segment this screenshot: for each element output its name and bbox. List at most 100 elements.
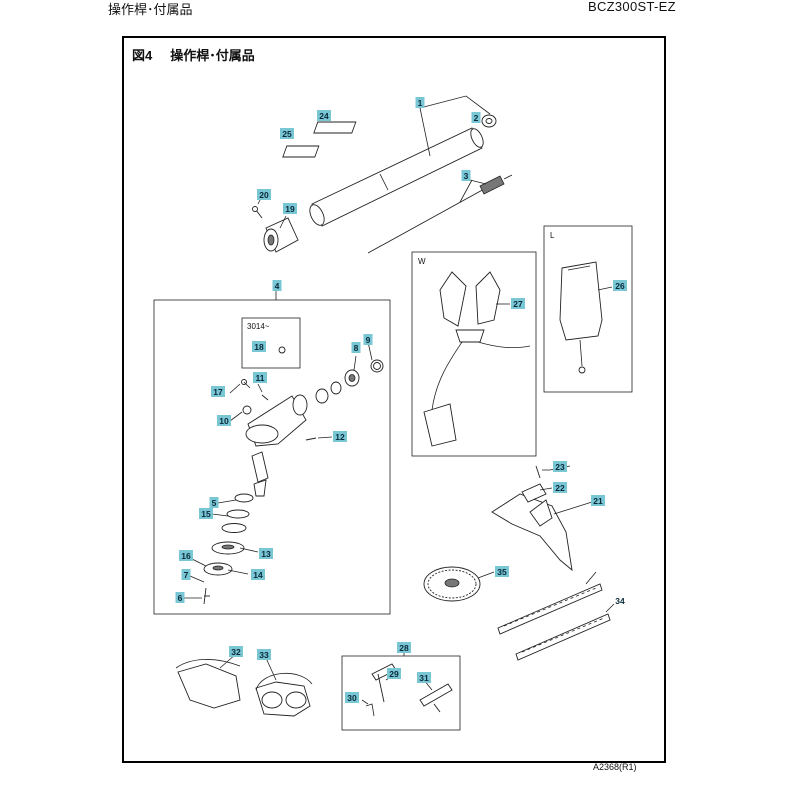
callout-32: 32 [229, 646, 243, 657]
callout-badge [553, 482, 567, 493]
case-box-label: L [550, 231, 555, 240]
callout-badge [363, 334, 373, 345]
safety-goggles [255, 672, 313, 717]
callout-number: 4 [275, 281, 280, 291]
callout-badge [387, 668, 401, 679]
callout-badge [251, 569, 265, 580]
callout-badge [333, 431, 347, 442]
callout-badge [461, 170, 471, 181]
gearcase [245, 394, 308, 447]
tool-set-box [341, 655, 461, 731]
callout-number: 24 [319, 111, 329, 121]
section-title: 操作桿･付属品 [108, 2, 193, 17]
callout-badge [229, 646, 243, 657]
callout-26: 26 [613, 280, 627, 291]
callout-29: 29 [387, 668, 401, 679]
callout-13: 13 [259, 548, 273, 559]
shaft-collar [481, 114, 497, 128]
callout-badge [259, 548, 273, 559]
callout-number: 11 [256, 373, 265, 383]
callout-23: 23 [553, 461, 567, 472]
callout-9: 9 [363, 334, 373, 345]
model-number: BCZ300ST-EZ [588, 0, 676, 14]
callout-number: 26 [615, 281, 625, 291]
callout-number: 15 [201, 509, 211, 519]
callout-number: 22 [555, 483, 565, 493]
callout-badge [511, 298, 525, 309]
callout-badge [471, 112, 481, 123]
figure-caption: 操作桿･付属品 [170, 48, 255, 63]
callout-number: 10 [219, 416, 229, 426]
callout-badge [415, 97, 425, 108]
saw-blade [423, 566, 481, 602]
main-shaft [309, 127, 484, 227]
callout-badge [181, 569, 191, 580]
bearing-stack [315, 359, 384, 404]
callout-badge [252, 341, 266, 352]
drive-shaft [367, 174, 513, 254]
callout-labels: 1234567891011121314151617181920212223242… [175, 97, 627, 703]
callout-number: 12 [335, 432, 345, 442]
grip-screw [252, 206, 263, 219]
callout-7: 7 [181, 569, 191, 580]
callout-number: 8 [354, 343, 359, 353]
callout-16: 16 [179, 550, 193, 561]
callout-5: 5 [209, 497, 219, 508]
callout-badge [217, 415, 231, 426]
callout-27: 27 [511, 298, 525, 309]
callout-badge [613, 280, 627, 291]
tool-set [365, 663, 453, 717]
callout-number: 18 [254, 342, 264, 352]
figure-frame [122, 36, 666, 763]
callout-number: 28 [399, 643, 409, 653]
callout-badge [553, 461, 567, 472]
callout-badge [317, 110, 331, 121]
callout-4: 4 [272, 280, 282, 291]
callout-14: 14 [251, 569, 265, 580]
callout-number: 2 [474, 113, 479, 123]
callout-number: 5 [212, 498, 217, 508]
callout-number: 32 [231, 647, 241, 657]
callout-10: 10 [217, 415, 231, 426]
callout-badge [280, 128, 294, 139]
callout-1: 1 [415, 97, 425, 108]
apron [175, 659, 241, 709]
callout-21: 21 [591, 495, 605, 506]
callout-badge [211, 386, 225, 397]
grip-clamp [263, 217, 299, 253]
callout-number: 14 [253, 570, 263, 580]
callout-badge [417, 672, 431, 683]
callout-19: 19 [283, 203, 297, 214]
callout-number: 29 [389, 669, 399, 679]
callout-number: 31 [419, 673, 429, 683]
shoulder-harness [423, 271, 531, 447]
callout-number: 27 [513, 299, 523, 309]
callout-number: 17 [213, 387, 223, 397]
callout-badge [179, 550, 193, 561]
small-bolts [241, 346, 317, 441]
callout-badge [272, 280, 282, 291]
callout-badge [345, 692, 359, 703]
callout-badge [257, 649, 271, 660]
figure-number: 図4 [132, 48, 153, 63]
callout-number: 13 [261, 549, 271, 559]
blade-guard [491, 493, 573, 572]
callout-number: 30 [347, 693, 357, 703]
callout-25: 25 [280, 128, 294, 139]
serial-sub-box [241, 317, 301, 369]
callout-badge [495, 566, 509, 577]
callout-badge [283, 203, 297, 214]
callout-15: 15 [199, 508, 213, 519]
callout-badge [397, 642, 411, 653]
gearcase-group-box [153, 299, 391, 615]
callout-30: 30 [345, 692, 359, 703]
callout-34: 34 [615, 596, 625, 606]
callout-number: 7 [184, 570, 189, 580]
callout-3: 3 [461, 170, 471, 181]
callout-badge [209, 497, 219, 508]
callout-33: 33 [257, 649, 271, 660]
callout-badge [199, 508, 213, 519]
callout-number: 16 [181, 551, 191, 561]
harness-box-label: W [418, 257, 426, 266]
